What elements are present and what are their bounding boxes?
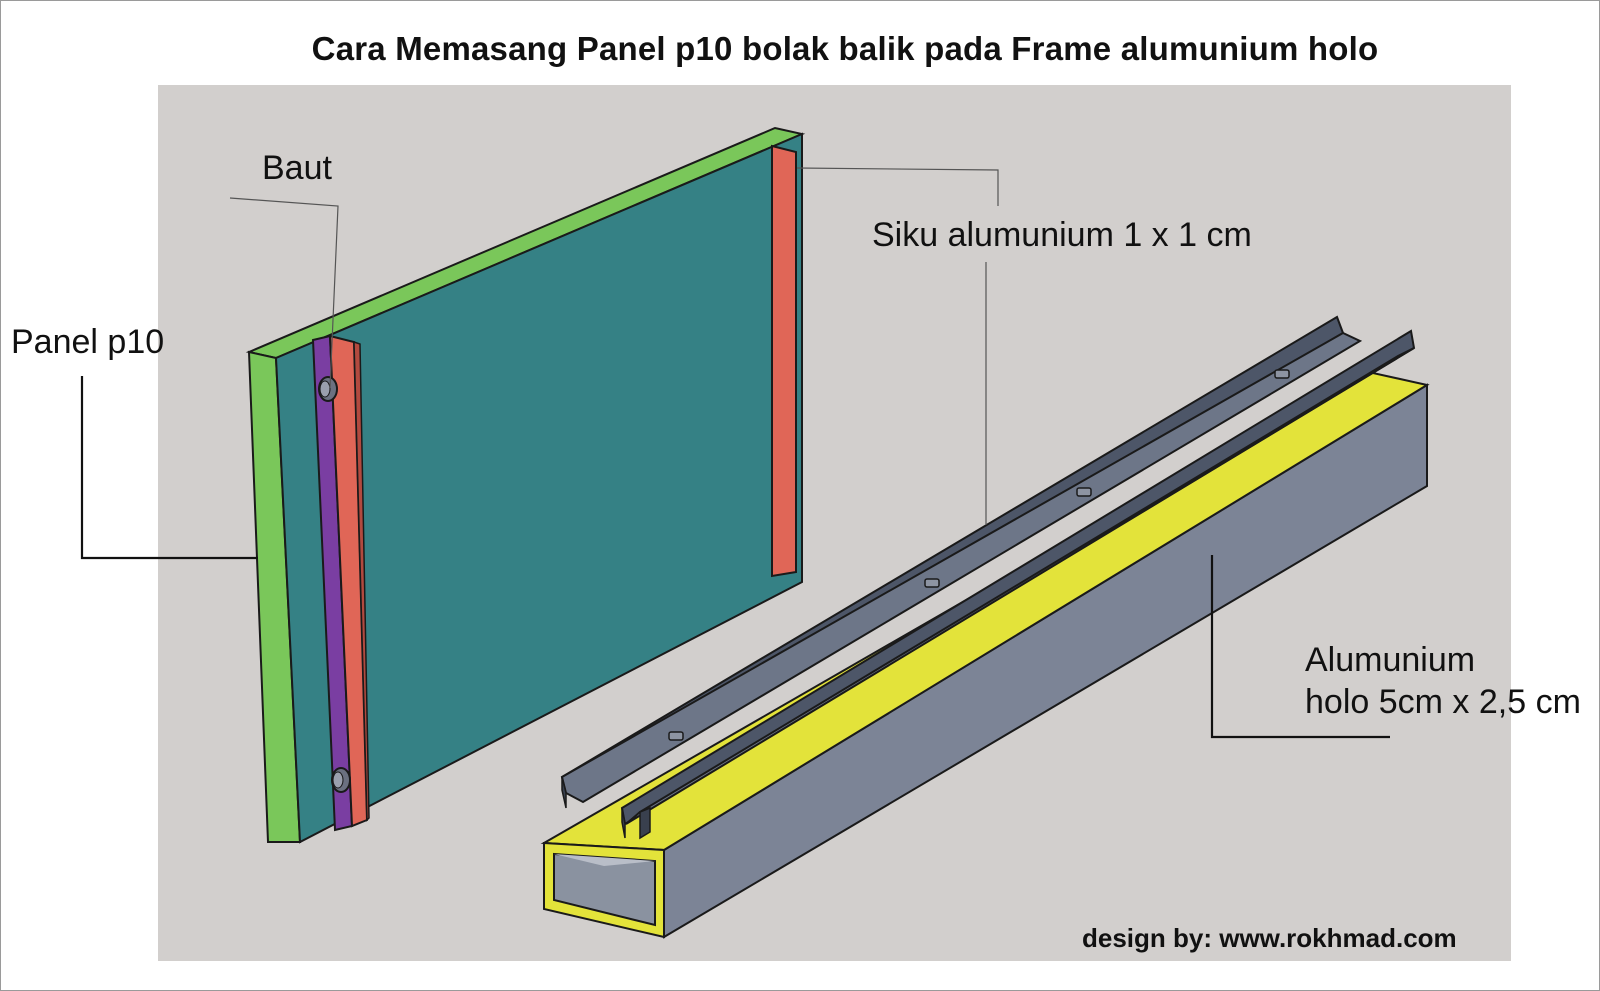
credit-text: design by: www.rokhmad.com: [1082, 923, 1457, 953]
label-baut: Baut: [262, 149, 332, 187]
label-holo-line2: holo 5cm x 2,5 cm: [1305, 683, 1581, 721]
siku-bolt-1: [668, 731, 684, 741]
siku-bolt-4: [1274, 369, 1290, 379]
leader-siku-top: [796, 167, 999, 206]
panel-p10: [245, 126, 806, 844]
bolt-top: [318, 376, 338, 402]
bolt-bottom: [331, 767, 351, 793]
diagram-title: Cara Memasang Panel p10 bolak balik pada…: [311, 30, 1379, 67]
leader-baut: [229, 197, 339, 389]
bracket-right: [771, 144, 797, 578]
label-siku: Siku alumunium 1 x 1 cm: [872, 216, 1252, 254]
siku-bolt-3: [1076, 487, 1092, 497]
leader-lines: [80, 167, 1390, 739]
siku-bolt-2: [924, 578, 940, 588]
siku-right-flange: [625, 347, 1415, 825]
holo-frame: [540, 315, 1430, 939]
label-panel-p10: Panel p10: [11, 323, 165, 361]
label-holo-line1: Alumunium: [1305, 641, 1476, 679]
leader-holo: [1210, 555, 1390, 739]
leader-panel: [80, 376, 258, 560]
panel-face: [274, 132, 803, 844]
